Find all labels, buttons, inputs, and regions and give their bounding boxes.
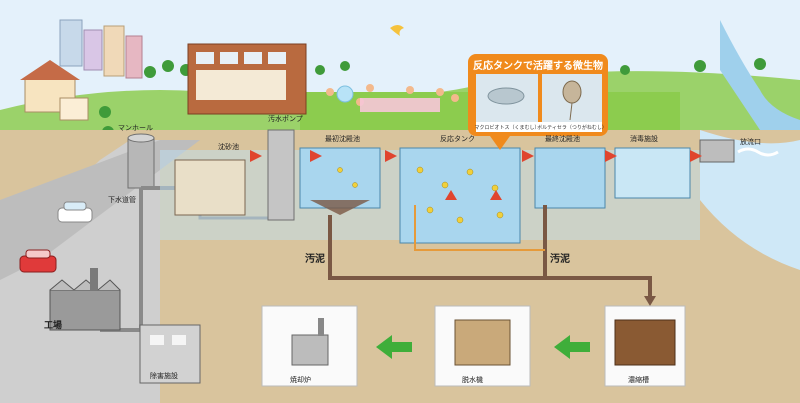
label-primary-sed: 最初沈殿池 — [325, 134, 360, 143]
thickener-tank — [614, 319, 676, 366]
city-lot — [0, 140, 160, 403]
houses — [20, 60, 89, 121]
callout-caption-band — [476, 122, 602, 132]
pump-station-building — [187, 43, 307, 115]
court — [360, 98, 440, 112]
return-line — [414, 205, 545, 251]
disinfection-tank — [614, 147, 691, 199]
reaction-tank — [399, 147, 521, 244]
label-final-sed: 最終沈殿池 — [545, 134, 580, 143]
final-sedimentation-tank — [534, 147, 606, 209]
arrow-thickener-to-dewater — [554, 335, 590, 359]
organism-2-label: ボルティセラ（つりがねむし） — [537, 124, 607, 131]
label-incinerator: 焼却炉 — [290, 375, 311, 384]
sand-basin — [174, 159, 246, 216]
label-pretreatment: 除害施設 — [150, 371, 178, 380]
city-buildings — [59, 19, 143, 79]
label-thickener: 濃縮槽 — [628, 375, 649, 384]
label-dewatering: 脱水機 — [462, 375, 483, 384]
white-car — [57, 201, 93, 223]
pump-well — [267, 129, 295, 221]
label-sand-basin: 沈砂池 — [218, 142, 239, 151]
label-sludge-right: 汚泥 — [550, 252, 570, 265]
microorganism-callout: 反応タンクで活躍する微生物 マクロビオトス（くまむし） ボルティセラ（つりがねむ… — [468, 54, 608, 150]
incinerator-building — [291, 334, 329, 366]
arrow-dewater-to-incinerate — [376, 335, 412, 359]
label-reaction-tank: 反応タンク — [440, 134, 475, 143]
label-sludge-left: 汚泥 — [305, 252, 325, 265]
factory — [49, 268, 121, 331]
bird — [390, 25, 404, 36]
red-car — [19, 249, 57, 273]
outfall-splash — [737, 147, 779, 157]
label-disinfection: 消毒施設 — [630, 134, 658, 143]
incinerator-stack — [318, 318, 324, 336]
label-outfall: 放流口 — [740, 137, 761, 146]
microbe-dots — [337, 166, 504, 224]
callout-title: 反応タンクで活躍する微生物 — [473, 59, 603, 72]
dewatering-machine — [454, 319, 511, 366]
sludge-pipe — [328, 215, 652, 298]
vorticella-shape — [562, 80, 582, 104]
fountain — [336, 85, 354, 103]
river — [720, 20, 800, 130]
organism-1-label: マクロビオトス（くまむし） — [474, 124, 539, 131]
primary-sludge — [310, 200, 370, 215]
callout-pointer — [490, 136, 510, 150]
sea — [700, 130, 800, 270]
pretreatment-facility — [139, 324, 201, 384]
label-pump: 汚水ポンプ — [268, 114, 303, 123]
vorticella-stalk — [569, 102, 573, 121]
flow-arrows — [250, 150, 702, 200]
outfall-structure — [699, 139, 735, 163]
label-sewer-pipe: 下水道管 — [108, 195, 136, 204]
label-factory: 工場 — [44, 319, 62, 331]
label-manhole: マンホール — [118, 124, 153, 132]
manhole-shaft — [127, 133, 155, 189]
sludge-down-arrow — [644, 296, 656, 306]
tardigrade-shape — [487, 87, 525, 105]
